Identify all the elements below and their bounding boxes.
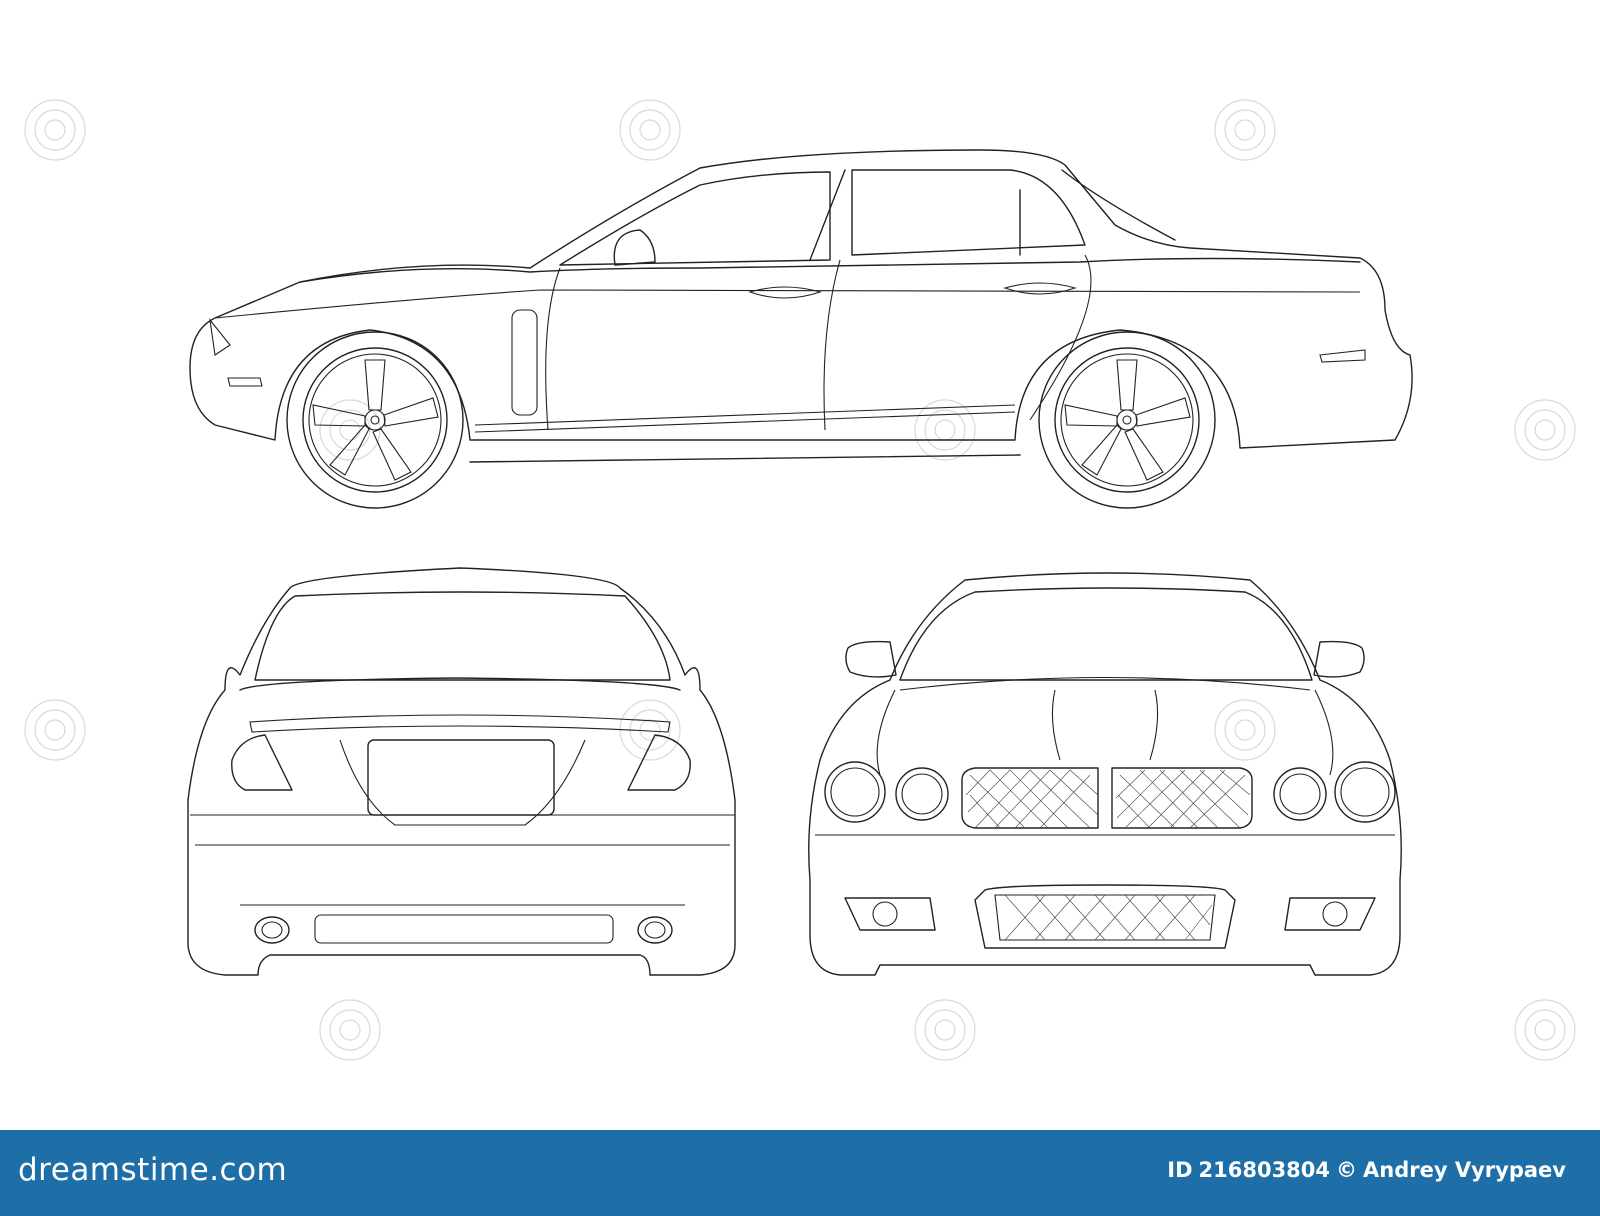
front-wheel — [286, 331, 464, 509]
copyright-symbol: © — [1336, 1158, 1358, 1182]
watermark-group — [24, 99, 1576, 1061]
front-view — [808, 572, 1402, 976]
rear-view — [187, 567, 736, 976]
brand-logo[interactable]: dreamstime.com — [18, 1152, 288, 1188]
watermark-spiral-icon — [24, 699, 86, 761]
watermark-spiral-icon — [1214, 699, 1276, 761]
watermark-spiral-icon — [319, 399, 381, 461]
exhaust-right — [637, 916, 673, 944]
watermark-spiral-icon — [1514, 399, 1576, 461]
blueprint-canvas — [24, 99, 1576, 1061]
author-name[interactable]: Andrey Vyrypaev — [1363, 1158, 1566, 1182]
rear-wheel — [1038, 331, 1216, 509]
id-label: ID — [1167, 1158, 1193, 1182]
side-view — [189, 149, 1413, 509]
headlights — [824, 761, 1396, 823]
watermark-spiral-icon — [1514, 999, 1576, 1061]
watermark-spiral-icon — [914, 999, 976, 1061]
watermark-spiral-icon — [914, 399, 976, 461]
watermark-spiral-icon — [619, 99, 681, 161]
watermark-spiral-icon — [1214, 99, 1276, 161]
front-grille — [961, 767, 1253, 829]
id-number: 216803804 — [1198, 1158, 1331, 1182]
exhaust-left — [254, 916, 290, 944]
watermark-spiral-icon — [319, 999, 381, 1061]
car-line-drawing — [24, 99, 1576, 1061]
watermark-spiral-icon — [24, 99, 86, 161]
